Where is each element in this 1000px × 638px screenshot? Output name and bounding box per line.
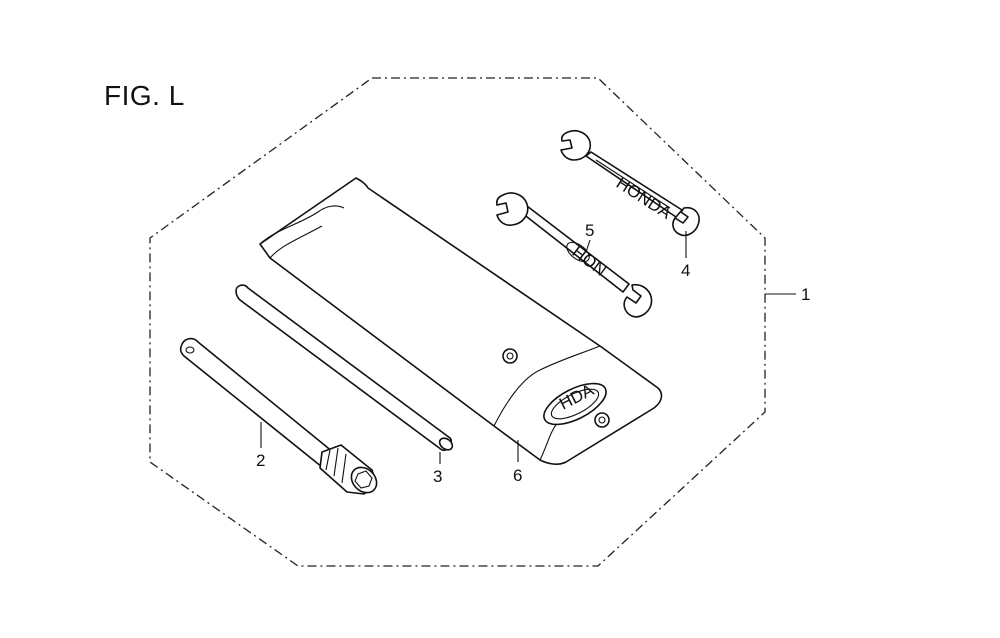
assembly-boundary [149, 77, 766, 567]
figure-title: FIG. L [104, 80, 185, 111]
callout-3: 3 [433, 467, 442, 486]
callout-4: 4 [681, 261, 690, 280]
callout-5: 5 [585, 221, 594, 240]
callout-1: 1 [801, 285, 810, 304]
small-wrench-part: HONDA [560, 129, 700, 237]
leader-line-5 [585, 239, 591, 253]
callout-6: 6 [513, 466, 522, 485]
tool-bag-part: HDA [259, 177, 663, 465]
callout-2: 2 [256, 451, 265, 470]
tommy-bar-part [235, 284, 454, 452]
svg-text:HONDA: HONDA [613, 173, 675, 223]
socket-wrench-part [179, 337, 378, 495]
